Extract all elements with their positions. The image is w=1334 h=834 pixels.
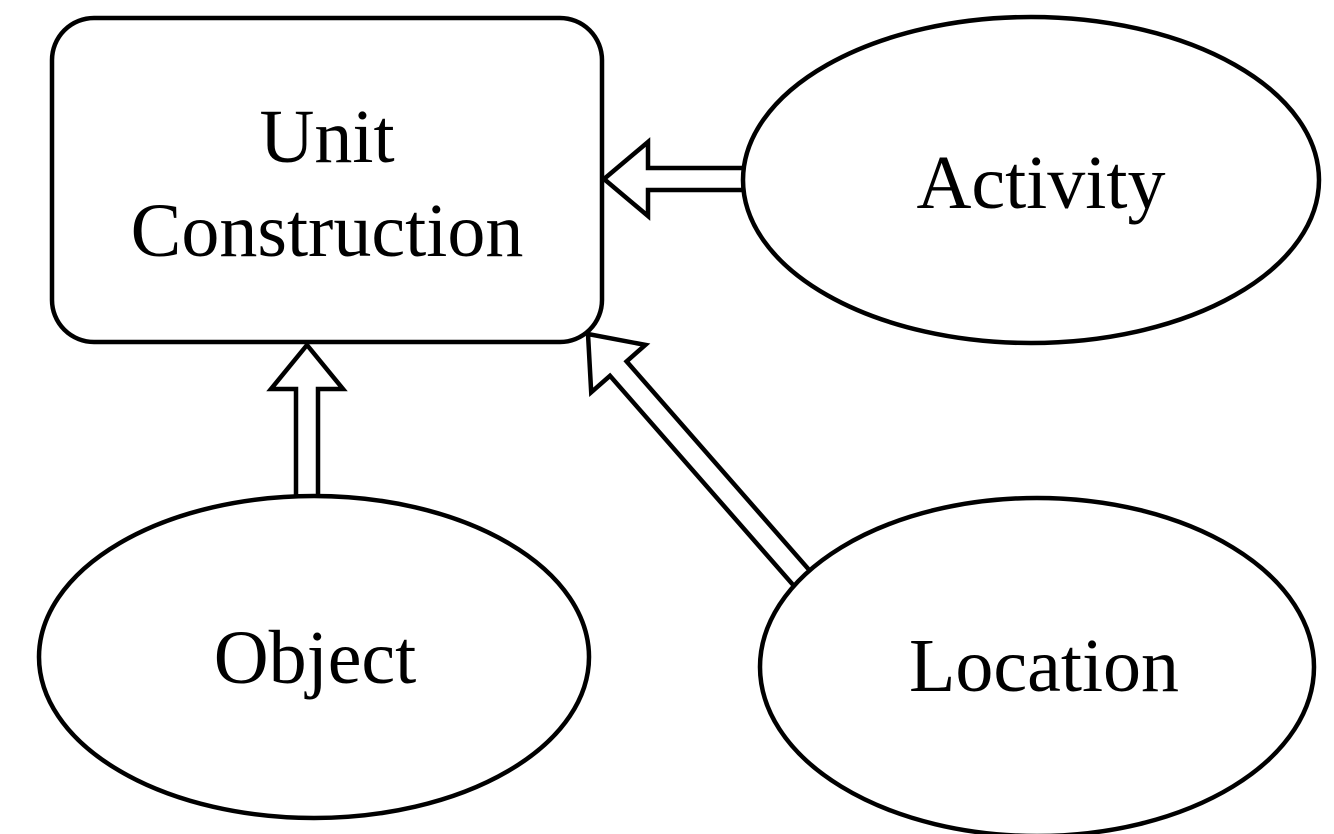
unit-construction-line1: Unit	[259, 95, 395, 179]
node-activity-label: Activity	[916, 141, 1166, 225]
arrow-object-to-unit-construction	[266, 341, 348, 508]
arrow-activity-to-unit-construction	[600, 137, 756, 221]
node-unit-construction-label: Unit Construction	[52, 90, 602, 278]
node-unit-construction-shape	[49, 15, 605, 345]
node-object-shape	[36, 493, 592, 821]
unit-construction-line2: Construction	[130, 189, 524, 273]
arrow-location-to-unit-construction	[585, 331, 816, 592]
node-location-shape	[757, 495, 1317, 834]
node-activity-shape	[740, 14, 1322, 346]
node-location-label: Location	[908, 624, 1180, 708]
node-object-label: Object	[213, 616, 417, 700]
